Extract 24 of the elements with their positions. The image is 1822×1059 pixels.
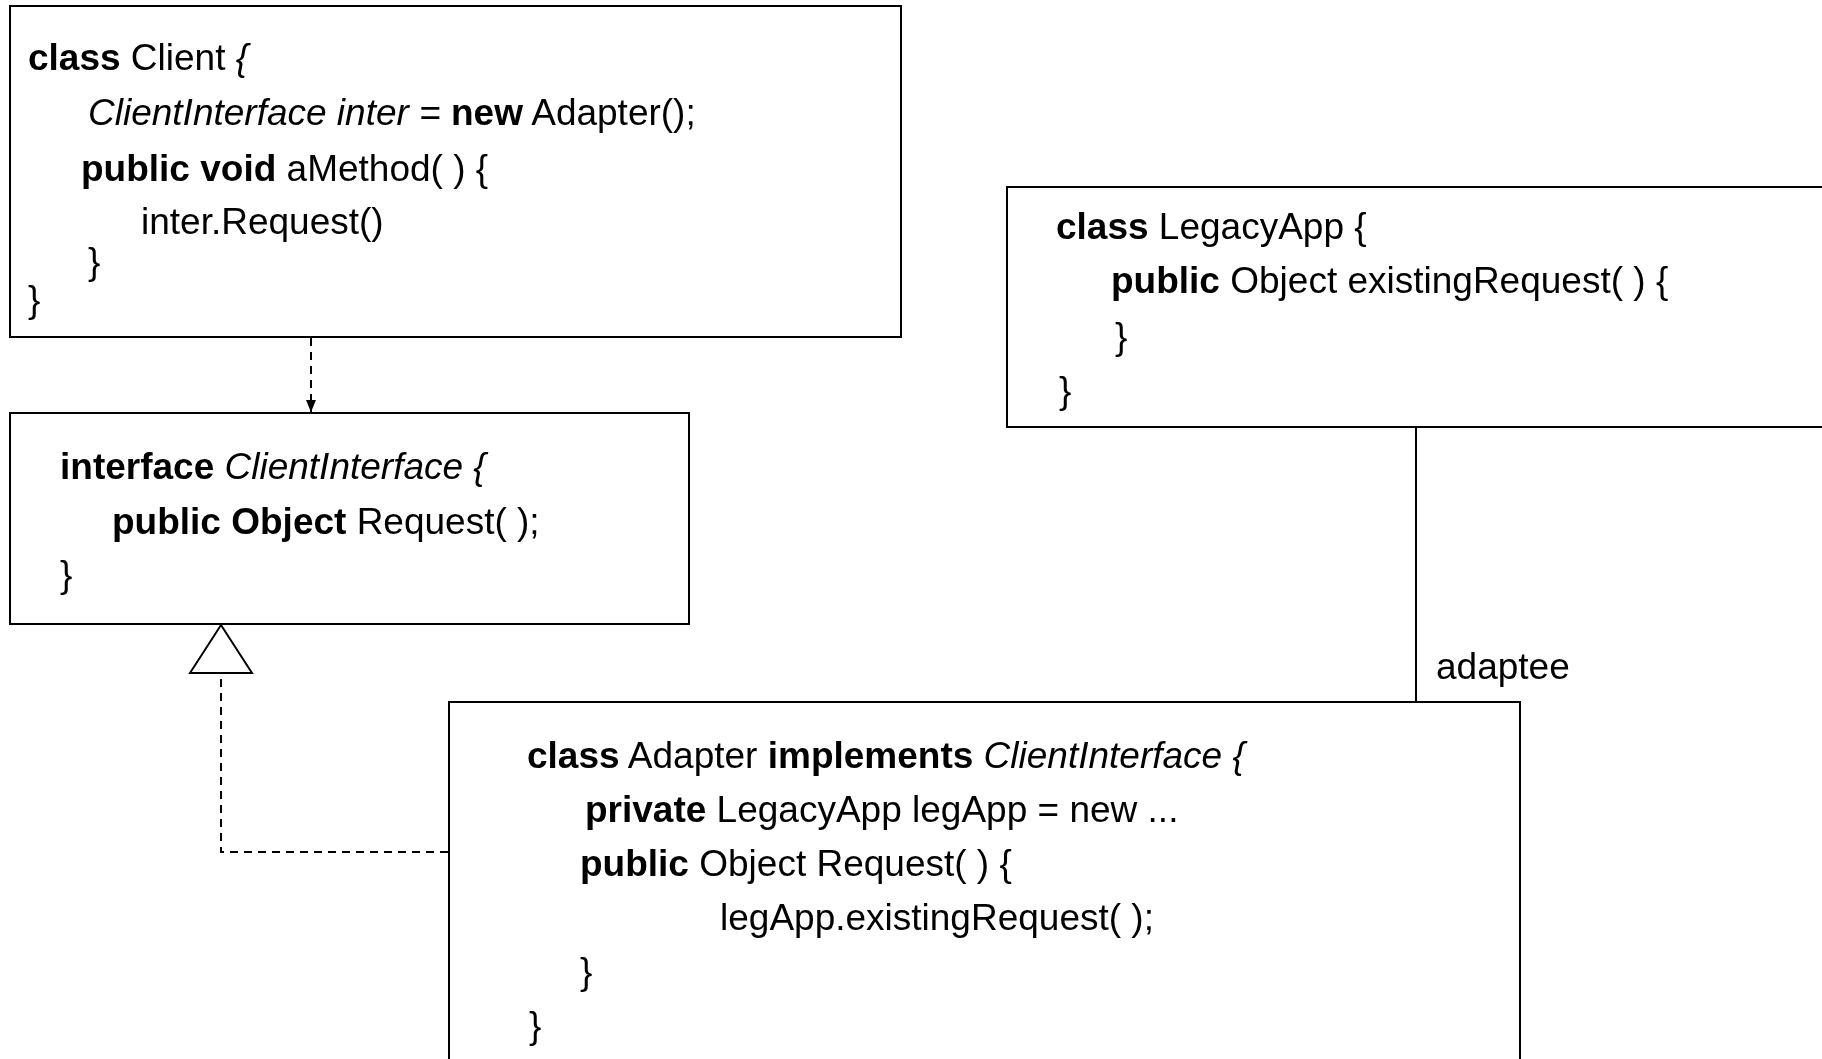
code-line: }: [1059, 370, 1072, 412]
code-line: }: [529, 1005, 542, 1047]
code-line: public Object existingRequest( ) {: [1111, 260, 1669, 302]
code-line: private LegacyApp legApp = new ...: [585, 789, 1179, 831]
dependency-arrow: [306, 337, 316, 413]
code-line: inter.Request(): [141, 201, 384, 243]
code-line: legApp.existingRequest( );: [720, 897, 1154, 939]
code-line: public Object Request( );: [112, 501, 540, 543]
class-box: [9, 412, 690, 625]
code-line: }: [580, 951, 593, 993]
code-line: }: [60, 554, 73, 596]
class-box: [9, 5, 902, 338]
code-line: }: [88, 241, 101, 283]
realization-arrow: [189, 624, 449, 853]
class-box: [1006, 186, 1822, 428]
code-line: class Client {: [28, 37, 249, 79]
code-line: ClientInterface inter = new Adapter();: [88, 92, 696, 134]
code-line: }: [28, 279, 41, 321]
code-line: class LegacyApp {: [1056, 206, 1367, 248]
class-box: [448, 701, 1521, 1059]
association-line: [1415, 427, 1417, 702]
code-line: public void aMethod( ) {: [81, 148, 489, 190]
code-line: }: [1115, 316, 1128, 358]
code-line: public Object Request( ) {: [580, 843, 1012, 885]
